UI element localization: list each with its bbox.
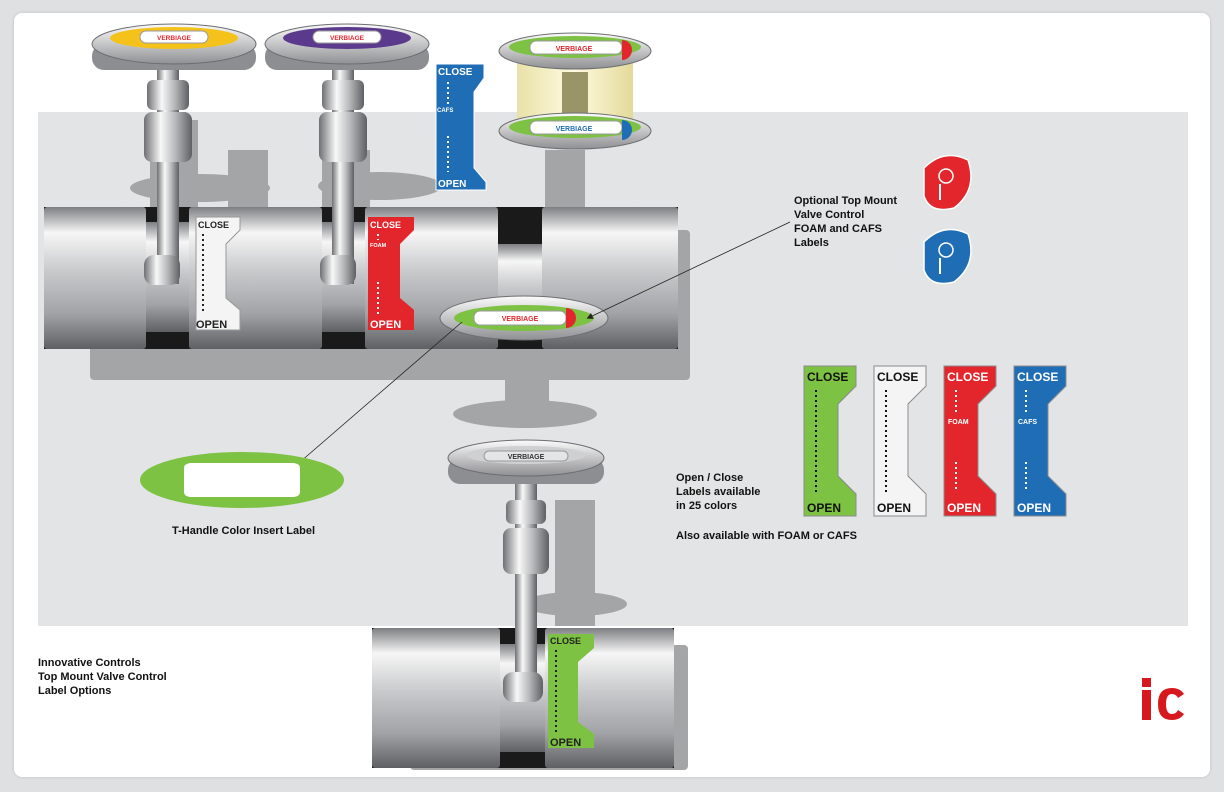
open-text: OPEN xyxy=(370,319,401,331)
open-text: OPEN xyxy=(807,501,841,515)
t-handle-insert-caption: T-Handle Color Insert Label xyxy=(172,525,316,537)
close-text: CLOSE xyxy=(807,370,848,384)
manifold-label-white: CLOSE OPEN xyxy=(195,216,241,331)
t-handle-yellow[interactable]: VERBIAGE xyxy=(91,23,257,70)
callout-line-2: Valve Control xyxy=(794,209,865,221)
color-swatches: CLOSE OPEN CLOSE OPEN CLOSE FOAM OPEN CLOSE CAFS… xyxy=(803,365,1067,517)
caption-line-3: Label Options xyxy=(38,685,112,697)
t-handle-option-stack[interactable]: VERBIAGE VERBIAGE xyxy=(498,32,652,150)
availability-line-1: Open / Close xyxy=(676,472,744,484)
manifold-label-red-foam: CLOSE FOAM OPEN xyxy=(368,217,414,331)
callout-line-3: FOAM and CAFS xyxy=(794,223,882,235)
t-handle-purple[interactable]: VERBIAGE xyxy=(264,23,430,70)
open-text: OPEN xyxy=(438,179,466,190)
verbiage-text: VERBIAGE xyxy=(556,126,593,133)
swatch-green: CLOSE OPEN xyxy=(803,365,857,517)
verbiage-text: VERBIAGE xyxy=(157,35,192,42)
swatch-red: CLOSE FOAM OPEN xyxy=(943,365,997,517)
cafs-text: CAFS xyxy=(1018,419,1037,426)
swatch-body xyxy=(803,365,857,517)
caption-line-2: Top Mount Valve Control xyxy=(38,671,167,683)
cafs-badge-blue xyxy=(923,228,972,285)
open-text: OPEN xyxy=(947,501,981,515)
open-text: OPEN xyxy=(196,319,227,331)
optional-top-mount-callout: Optional Top Mount Valve Control FOAM an… xyxy=(794,194,934,250)
caption-line-1: Innovative Controls xyxy=(38,657,141,669)
innovative-controls-logo xyxy=(1142,678,1184,720)
availability-line-2: Labels available xyxy=(676,486,761,498)
lower-label-green: CLOSE OPEN xyxy=(548,634,594,749)
cafs-label-blue: CLOSE CAFS OPEN xyxy=(435,63,487,191)
swatch-body xyxy=(873,365,927,517)
verbiage-text: VERBIAGE xyxy=(556,46,593,53)
foam-badge-red xyxy=(923,154,972,211)
lower-stem xyxy=(503,484,549,702)
foam-text: FOAM xyxy=(370,243,387,249)
close-text: CLOSE xyxy=(877,370,918,384)
figure-caption: Innovative Controls Top Mount Valve Cont… xyxy=(38,656,238,698)
swatch-blue: CLOSE CAFS OPEN xyxy=(1013,365,1067,517)
upper-stems xyxy=(144,56,367,285)
t-handle-insert-disc[interactable]: VERBIAGE xyxy=(439,295,609,341)
close-text: CLOSE xyxy=(370,220,401,230)
close-text: CLOSE xyxy=(947,370,988,384)
callout-lines xyxy=(299,221,791,463)
swatch-body xyxy=(943,365,997,517)
also-available-callout: Also available with FOAM or CAFS xyxy=(676,530,857,542)
verbiage-text: VERBIAGE xyxy=(330,35,365,42)
open-text: OPEN xyxy=(877,501,911,515)
close-text: CLOSE xyxy=(1017,370,1058,384)
foam-text: FOAM xyxy=(948,419,969,426)
close-text: CLOSE xyxy=(198,220,229,230)
callout-line-1: Optional Top Mount xyxy=(794,195,898,207)
availability-line-3: in 25 colors xyxy=(676,500,738,512)
swatch-white: CLOSE OPEN xyxy=(873,365,927,517)
cafs-text: CAFS xyxy=(437,108,453,114)
close-text: CLOSE xyxy=(438,67,473,78)
t-handle-color-insert xyxy=(140,452,344,508)
close-text: CLOSE xyxy=(550,636,581,646)
open-text: OPEN xyxy=(1017,501,1051,515)
swatch-body xyxy=(1013,365,1067,517)
callout-line-4: Labels xyxy=(794,237,829,249)
lower-t-handle[interactable]: VERBIAGE xyxy=(447,439,605,484)
open-text: OPEN xyxy=(550,737,581,749)
availability-callout: Open / Close Labels available in 25 colo… xyxy=(676,471,796,513)
verbiage-text: VERBIAGE xyxy=(502,316,539,323)
verbiage-text: VERBIAGE xyxy=(508,454,545,461)
